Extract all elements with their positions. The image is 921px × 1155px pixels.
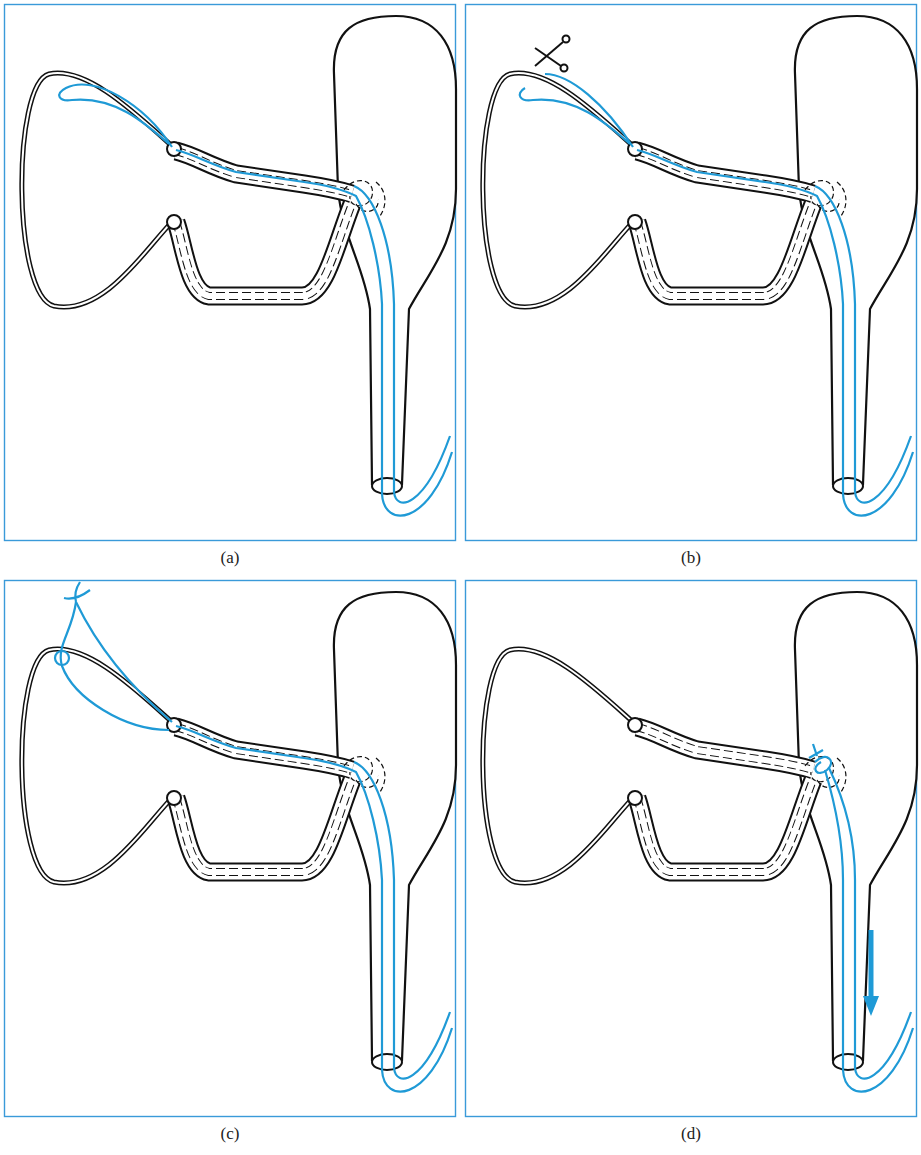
panel-label: (b) (681, 548, 701, 568)
panel-label: (a) (221, 548, 240, 568)
panel-label: (c) (221, 1124, 240, 1144)
panel-label: (d) (681, 1124, 701, 1144)
